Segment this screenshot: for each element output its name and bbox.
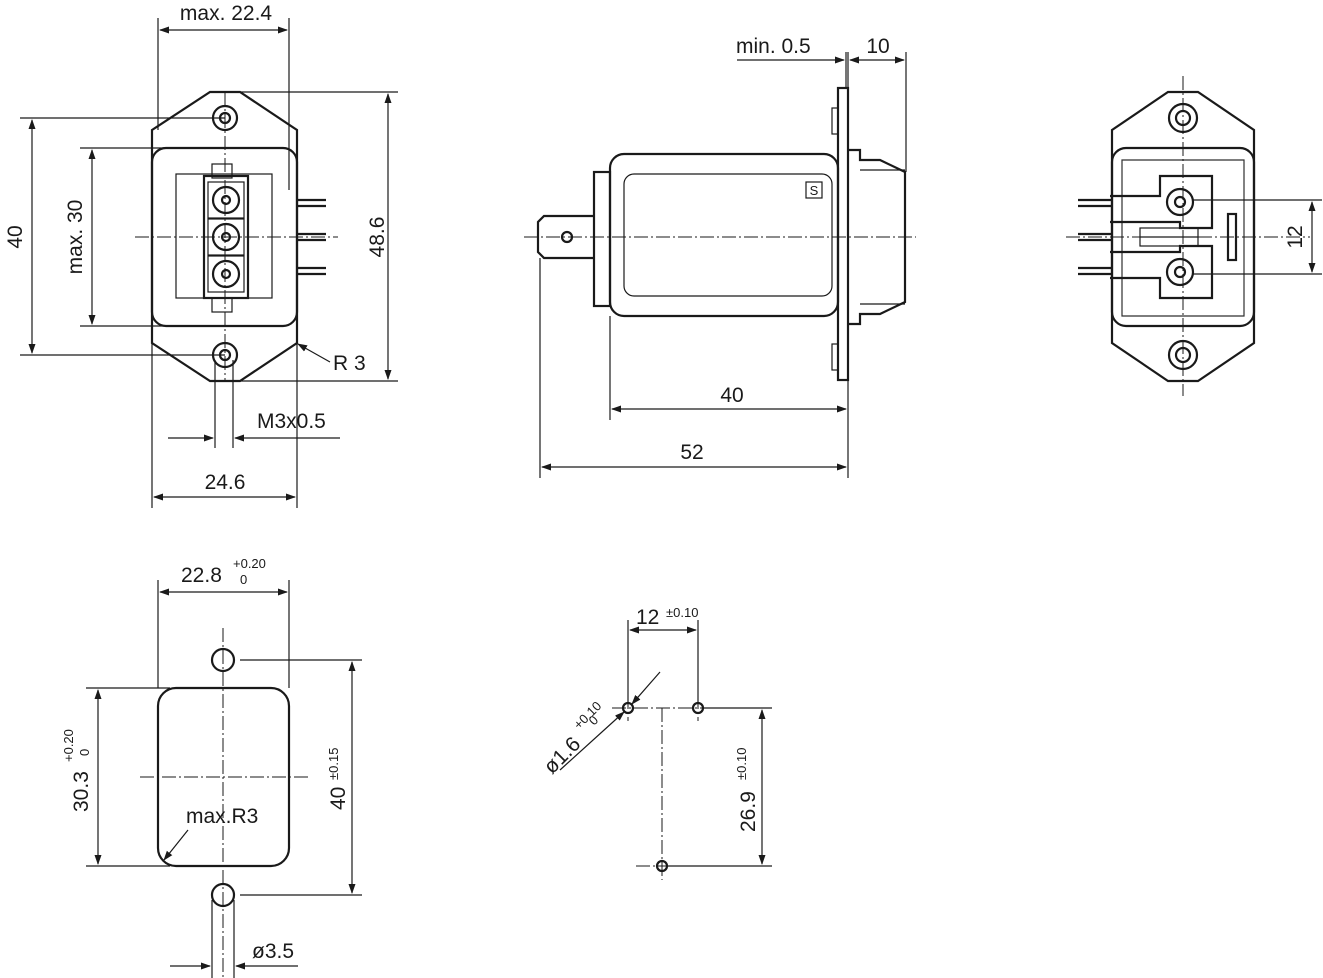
dim-12-pitch: 12	[636, 606, 659, 629]
rear-screw-top	[1165, 187, 1195, 217]
panel-cutout: 22.8 +0.20 0 30.3 +0.20 0 40 ±0.15 max.R…	[61, 556, 362, 978]
rear-screw-bottom	[1165, 257, 1195, 287]
front-pins	[297, 198, 326, 276]
dim-d3-5: ø3.5	[252, 940, 294, 963]
dim-max-r3: max.R3	[186, 805, 258, 828]
dim-30-3-tol-lower: 0	[77, 749, 92, 756]
dim-min-0-5: min. 0.5	[736, 35, 811, 58]
pcb-layout: 12 ±0.10 ø1.6 +0.10 0 26.9 ±0.10	[539, 605, 772, 880]
side-rear-step	[592, 170, 612, 308]
dim-12-pitch-tol: ±0.10	[666, 605, 698, 620]
dim-48-6: 48.6	[366, 217, 389, 258]
rear-terminal-bottom	[1110, 244, 1214, 300]
rear-terminal-top	[1110, 174, 1214, 230]
dim-m3x0-5: M3x0.5	[257, 410, 326, 433]
dim-10: 10	[866, 35, 889, 58]
front-view: max. 22.4 40 max. 30 48.6 R 3 M3x0.5 24.…	[4, 2, 398, 508]
dim-40-vertical: 40	[4, 225, 27, 248]
dim-12-rear: 12	[1284, 225, 1307, 248]
front-socket-frame	[175, 173, 273, 299]
front-contact-circle-3	[211, 259, 241, 289]
side-label-area	[623, 173, 833, 297]
dim-40-hole-spacing: 40	[327, 787, 350, 810]
dim-22-8-tol-upper: +0.20	[233, 556, 266, 571]
side-logo: S	[810, 183, 819, 198]
dim-max-22-4: max. 22.4	[180, 2, 273, 25]
dim-26-9: 26.9	[737, 791, 760, 832]
dim-40-length: 40	[720, 384, 743, 407]
dim-d1-6: ø1.6	[539, 733, 585, 779]
side-logo-box	[805, 181, 823, 199]
front-contact-3	[207, 255, 245, 293]
dim-max-30: max. 30	[64, 200, 87, 275]
front-contact-1	[207, 181, 245, 219]
side-view: S min. 0.5 10 40 52	[524, 35, 916, 478]
dim-52: 52	[680, 441, 703, 464]
dim-22-8: 22.8	[181, 564, 222, 587]
dim-r3: R 3	[333, 352, 366, 375]
rear-view: 12	[1066, 76, 1322, 396]
dim-24-6: 24.6	[205, 471, 246, 494]
front-socket-tab-bottom	[211, 297, 233, 313]
dim-40-tol: ±0.15	[326, 748, 341, 780]
cutout-hole-top	[210, 647, 236, 673]
rear-flange-outline	[1110, 90, 1256, 383]
side-flange	[836, 86, 850, 382]
front-contact-circle-1	[211, 185, 241, 215]
side-body	[608, 152, 840, 318]
dim-26-9-tol: ±0.10	[734, 748, 749, 780]
dim-22-8-tol-lower: 0	[240, 572, 247, 587]
dim-30-3: 30.3	[70, 771, 93, 812]
front-socket-tab-top	[211, 163, 233, 179]
dim-30-3-tol-upper: +0.20	[61, 729, 76, 762]
rear-pins	[1078, 198, 1112, 276]
